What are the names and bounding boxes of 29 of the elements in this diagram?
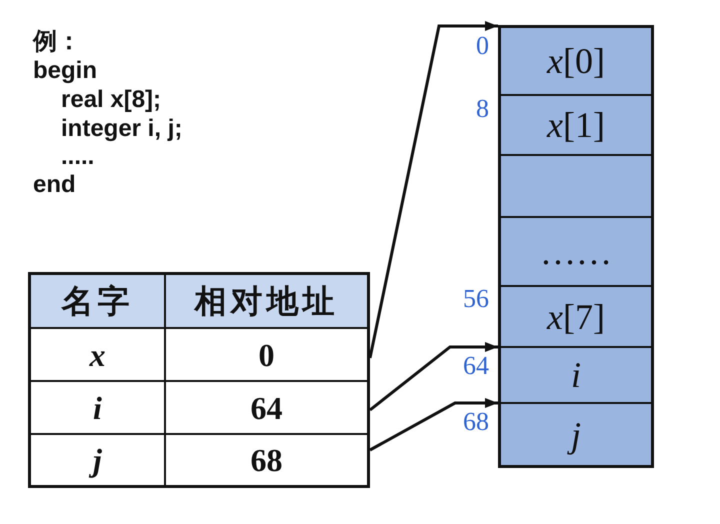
arrow [368,21,498,358]
table-cell: j [28,434,165,488]
table-cell: i [28,381,165,434]
offset-label: 68 [463,409,489,435]
code-line: 例： [33,28,81,56]
memory-cell [498,155,654,217]
arrow [369,342,498,412]
memory-cell: j [498,403,654,468]
header-cell: 名字 [28,272,165,328]
table-cell: 68 [165,434,370,488]
code-line: begin [33,57,97,85]
table-cell: 0 [165,328,370,381]
code-line: integer i, j; [61,115,182,143]
table-cell: x [28,328,165,381]
offset-label: 8 [476,96,489,122]
offset-label: 56 [463,286,489,312]
offset-label: 64 [463,353,489,379]
memory-cell: i [498,347,654,403]
header-cell: 相对地址 [165,272,370,328]
offset-label: 0 [476,33,489,59]
code-line: end [33,171,76,199]
table-cell: 64 [165,381,370,434]
memory-cell: x[1] [498,95,654,155]
memory-cell: x[7] [498,286,654,347]
code-line: real x[8]; [61,86,162,114]
memory-cell: x[0] [498,25,654,95]
arrow [369,398,498,452]
memory-cell: …… [498,217,654,286]
code-line: ..... [61,143,94,171]
